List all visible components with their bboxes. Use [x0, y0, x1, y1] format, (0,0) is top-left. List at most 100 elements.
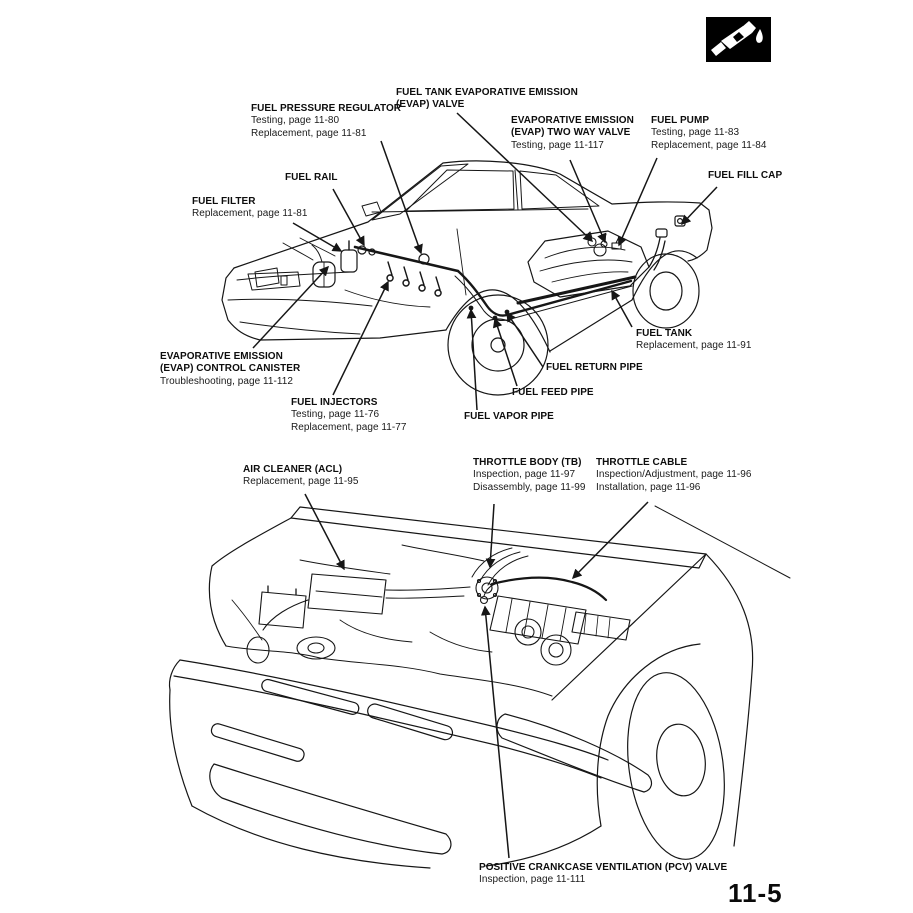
- fuel-rail-assembly: [311, 240, 460, 308]
- callout-fuel-rail: FUEL RAIL: [285, 172, 338, 183]
- intake-mouth: [246, 636, 270, 664]
- leader-air-cleaner: [304, 493, 345, 571]
- throttle-cable-line: [490, 576, 608, 602]
- sedan-sill: [549, 299, 633, 352]
- air-dam-mouth: [209, 763, 452, 855]
- wheel-rim: [656, 723, 706, 797]
- page-number: 11-5: [728, 878, 783, 908]
- engine-components: [231, 544, 631, 666]
- tank-top-fittings: [587, 231, 622, 257]
- leader-fuel-pump: [617, 157, 658, 247]
- leader-fuel-feed-pipe: [492, 317, 518, 387]
- alternator-pulley: [514, 618, 542, 646]
- underbody-fuel-lines: [454, 269, 637, 321]
- grille-slat-2: [367, 703, 454, 741]
- grille-slat-1: [261, 678, 360, 715]
- callout-pcv-valve: POSITIVE CRANKCASE VENTILATION (PCV) VAL…: [479, 862, 728, 886]
- callout-throttle-body: THROTTLE BODY (TB) Inspection, page 11-9…: [473, 457, 586, 493]
- fuel-nozzle-glyph: [711, 21, 763, 56]
- callout-fuel-tank-evap-valve: FUEL TANK EVAPORATIVE EMISSION (EVAP) VA…: [396, 87, 578, 111]
- leader-fuel-tank: [611, 289, 633, 328]
- leader-fuel-pressure-regulator: [380, 140, 423, 255]
- hose-4: [401, 544, 485, 562]
- leader-throttle-cable: [571, 501, 649, 580]
- callout-fuel-return-pipe: FUEL RETURN PIPE: [546, 362, 643, 373]
- callout-fuel-filter: FUEL FILTER Replacement, page 11-81: [192, 196, 308, 220]
- intake-duct: [385, 586, 471, 591]
- filler-neck: [655, 228, 668, 238]
- sedan-rear-wheel: [632, 253, 700, 329]
- fuel-nozzle-icon: [706, 17, 771, 62]
- callout-evap-two-way-valve: EVAPORATIVE EMISSION (EVAP) TWO WAY VALV…: [511, 115, 634, 151]
- relay-box: [571, 611, 631, 641]
- leader-fuel-return-pipe: [506, 311, 544, 368]
- intake-snorkel: [262, 599, 309, 631]
- leader-fuel-rail: [332, 188, 365, 247]
- callout-air-cleaner: AIR CLEANER (ACL) Replacement, page 11-9…: [243, 464, 359, 488]
- bay-left-edge: [208, 517, 292, 647]
- leader-fuel-vapor-pipe: [466, 308, 478, 411]
- callout-fuel-fill-cap: FUEL FILL CAP: [708, 170, 783, 181]
- tire: [627, 672, 725, 860]
- filler-pipe: [648, 237, 666, 271]
- wheel-arch-line: [596, 643, 701, 827]
- sedan-rear-wheel-arch: [631, 250, 698, 301]
- leader-evap-control-canister: [252, 265, 329, 349]
- bumper-second-edge: [173, 675, 602, 779]
- fuel-injector-stubs: [386, 261, 442, 297]
- right-fender-edge: [705, 553, 754, 847]
- callout-evap-control-canister: EVAPORATIVE EMISSION (EVAP) CONTROL CANI…: [160, 351, 301, 387]
- wiring: [231, 599, 263, 641]
- leader-pcv-valve: [480, 605, 510, 859]
- throttle-body-unit: [475, 576, 499, 600]
- callout-fuel-pressure-regulator: FUEL PRESSURE REGULATOR Testing, page 11…: [251, 103, 402, 139]
- sedan-hood-crease2: [299, 237, 336, 257]
- top-callout-leaders: [252, 112, 718, 411]
- callout-fuel-tank: FUEL TANK Replacement, page 11-91: [636, 328, 752, 352]
- fuel-fill-door: [674, 215, 686, 227]
- callout-fuel-feed-pipe: FUEL FEED PIPE: [512, 387, 594, 398]
- air-cleaner-box: [307, 573, 387, 615]
- hose-2: [299, 559, 391, 575]
- sedan-front-wheel-arch: [445, 289, 551, 353]
- leader-fuel-filter: [292, 222, 343, 252]
- left-corner-2: [169, 689, 193, 807]
- callout-throttle-cable: THROTTLE CABLE Inspection/Adjustment, pa…: [596, 457, 752, 493]
- leader-evap-two-way-valve: [569, 159, 607, 244]
- radiator-support: [225, 645, 553, 697]
- battery: [258, 585, 307, 629]
- pcv-valve-fitting: [479, 595, 489, 605]
- windshield-hint: [654, 505, 791, 579]
- callout-fuel-injectors: FUEL INJECTORS Testing, page 11-76 Repla…: [291, 397, 407, 433]
- hose-3: [429, 631, 493, 653]
- side-mirror: [361, 201, 382, 217]
- leader-fuel-tank-evap-valve: [456, 112, 594, 243]
- engine-bay-drawing: [168, 505, 791, 869]
- fuel-filter-body: [340, 249, 358, 273]
- fuel-rail-bar: [353, 245, 460, 273]
- front-fascia: [168, 659, 653, 869]
- sedan-hood-crease: [282, 242, 314, 261]
- leader-fuel-injectors: [332, 280, 389, 396]
- sedan-front-wheel: [447, 294, 549, 396]
- sill-band: [516, 275, 637, 305]
- bumper-bottom-lip: [191, 805, 431, 869]
- open-hood-edge: [290, 506, 707, 569]
- sedan-cutaway-drawing: [221, 160, 713, 396]
- pressure-regulator: [418, 253, 430, 265]
- sedan-grille-details: [227, 267, 373, 335]
- valve-cover: [489, 595, 587, 645]
- right-headlight: [496, 713, 653, 793]
- callout-fuel-vapor-pipe: FUEL VAPOR PIPE: [464, 411, 554, 422]
- hose-1: [339, 619, 413, 643]
- intake-manifold-runners: [471, 547, 529, 586]
- front-wheel-bottom-drawing: [596, 643, 725, 860]
- bumper-wheel-side: [485, 825, 602, 867]
- left-corner-1: [168, 659, 181, 691]
- leader-fuel-fill-cap: [680, 186, 718, 226]
- callout-fuel-pump: FUEL PUMP Testing, page 11-83 Replacemen…: [651, 115, 767, 151]
- bumper-top-edge: [179, 659, 609, 761]
- leader-throttle-body: [485, 503, 496, 569]
